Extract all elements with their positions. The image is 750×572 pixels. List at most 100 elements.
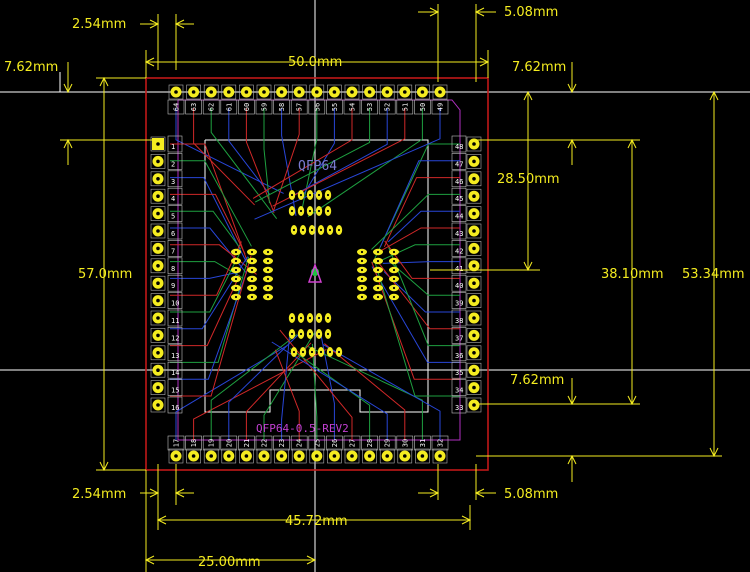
- pin-hole: [367, 90, 372, 94]
- pin-cell: [397, 84, 413, 100]
- pin-label-box: [202, 435, 220, 451]
- pin-number: 57: [296, 103, 304, 111]
- pad-hole: [392, 277, 396, 281]
- pad-hole: [392, 259, 396, 263]
- dim-offset-right: 7.62mm: [512, 60, 566, 75]
- pin-label-box: [273, 435, 290, 451]
- pin-hole: [403, 90, 407, 94]
- pin-label-box: [167, 327, 183, 344]
- pin-label-box: [396, 99, 414, 115]
- trace: [170, 241, 242, 296]
- pin-cell: [379, 84, 395, 100]
- pin-number: 31: [419, 439, 427, 447]
- pin-number: 42: [455, 247, 463, 255]
- pin-number: 1: [171, 143, 175, 151]
- pad-hole: [250, 250, 254, 254]
- pad-hole: [317, 209, 321, 213]
- pin-cell: [466, 188, 482, 204]
- pin-hole: [472, 298, 476, 303]
- pin-number: 23: [278, 439, 286, 447]
- pin-cell: [466, 258, 482, 274]
- pin-label-box: [343, 99, 361, 115]
- pin-number: 21: [243, 439, 251, 447]
- pin-number: 45: [455, 195, 463, 203]
- pin-number: 33: [455, 404, 463, 412]
- pad-hole: [392, 295, 396, 299]
- pin-number: 30: [401, 439, 409, 447]
- pin-cell: [466, 154, 482, 169]
- pad-hole: [308, 316, 312, 320]
- pin-hole: [297, 454, 302, 458]
- trace: [170, 255, 252, 397]
- trace: [301, 108, 335, 198]
- trace: [170, 275, 240, 347]
- pad-hole: [250, 295, 254, 299]
- pin-label-box: [361, 99, 378, 115]
- pin-number: 38: [455, 317, 463, 325]
- pin-number: 25: [313, 439, 321, 447]
- pin-number: 40: [455, 282, 463, 290]
- trace: [380, 227, 460, 251]
- pin-cell: [168, 84, 184, 100]
- pad-hole: [328, 228, 332, 232]
- dim-pitch-bottom: 2.54mm: [72, 487, 126, 502]
- trace: [170, 271, 241, 279]
- pin-label-box: [167, 257, 183, 275]
- pin-number: 19: [208, 439, 216, 447]
- pin-label-box: [451, 274, 467, 292]
- pin-hole: [472, 246, 476, 251]
- pin-cell: [203, 84, 219, 100]
- pin-hole: [191, 454, 196, 458]
- pin-hole: [209, 454, 213, 458]
- pin-label-box: [343, 435, 361, 451]
- pin-cell: [168, 448, 184, 464]
- pin-hole: [350, 90, 354, 94]
- pad-hole: [234, 268, 238, 272]
- pin-number: 9: [171, 282, 175, 290]
- pin-hole: [315, 90, 319, 94]
- pin-label-box: [451, 309, 467, 327]
- pad-hole: [392, 268, 396, 272]
- pin-label-box: [185, 99, 202, 115]
- pin-cell: [221, 84, 237, 100]
- pin-hole: [332, 454, 337, 458]
- pad-hole: [250, 268, 254, 272]
- pin-cell: [150, 293, 166, 308]
- pin-number: 48: [455, 143, 463, 151]
- trace: [371, 193, 460, 250]
- pin-label-box: [431, 435, 449, 451]
- pin-number: 13: [171, 352, 179, 360]
- trace: [324, 343, 406, 440]
- trace: [228, 334, 299, 440]
- trace: [388, 247, 460, 347]
- pin-number: 36: [455, 352, 463, 360]
- pin-hole: [472, 229, 476, 233]
- pin-hole: [156, 403, 160, 407]
- dim-edge-bottom: 5.08mm: [504, 487, 558, 502]
- pin-hole: [156, 194, 160, 198]
- pin-hole: [472, 333, 476, 338]
- pin-cell: [327, 448, 342, 464]
- pin-hole: [472, 194, 476, 198]
- pin-hole: [156, 159, 160, 164]
- pin-hole: [156, 177, 160, 181]
- pin-hole: [472, 159, 476, 164]
- pin-cell: [415, 448, 430, 464]
- pin-cell: [274, 448, 289, 464]
- pin-label-box: [378, 435, 396, 451]
- trace: [254, 108, 441, 220]
- pin-label-box: [255, 435, 273, 451]
- pin-cell: [150, 258, 166, 274]
- pin-hole: [472, 316, 476, 320]
- pad-hole: [250, 277, 254, 281]
- pad-hole: [301, 228, 305, 232]
- pin-hole: [297, 90, 302, 94]
- pin-hole: [279, 90, 284, 94]
- trace: [170, 160, 252, 247]
- trace: [389, 261, 460, 296]
- pin-hole: [156, 298, 160, 303]
- pin-label-box: [451, 396, 467, 414]
- trace: [252, 108, 353, 199]
- pin-cell: [239, 448, 254, 464]
- trace: [371, 261, 460, 380]
